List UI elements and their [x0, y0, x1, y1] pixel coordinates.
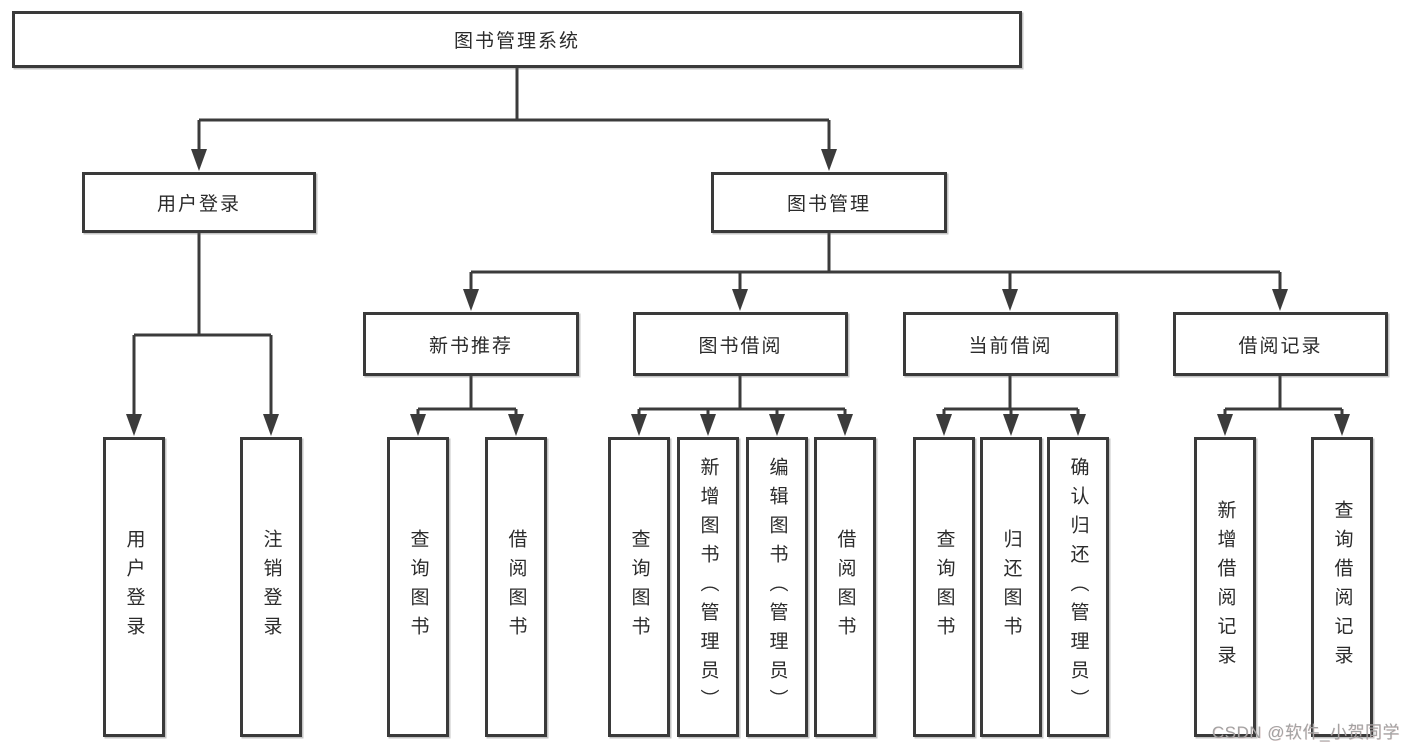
csdn-watermark: CSDN @软件_小贺同学 [1211, 723, 1400, 742]
leaf-borrow-books-1: 借阅图书 [485, 437, 547, 737]
leaf-borrow-books-2: 借阅图书 [814, 437, 876, 737]
leaf-add-books-admin: 新增图书（管理员） [677, 437, 739, 737]
leaf-query-books-3: 查询图书 [913, 437, 975, 737]
node-borrow-records: 借阅记录 [1173, 312, 1388, 376]
node-current-borrow: 当前借阅 [903, 312, 1118, 376]
leaf-return-books: 归还图书 [980, 437, 1042, 737]
node-user-login: 用户登录 [82, 172, 316, 233]
leaf-user-login: 用户登录 [103, 437, 165, 737]
leaf-add-borrow-record: 新增借阅记录 [1194, 437, 1256, 737]
leaf-edit-books-admin: 编辑图书（管理员） [746, 437, 808, 737]
leaf-logout: 注销登录 [240, 437, 302, 737]
leaf-query-books-1: 查询图书 [387, 437, 449, 737]
node-new-book-recommend: 新书推荐 [363, 312, 579, 376]
node-book-management: 图书管理 [711, 172, 947, 233]
leaf-query-books-2: 查询图书 [608, 437, 670, 737]
arrowhead-icons [126, 149, 1350, 436]
leaf-confirm-return-admin: 确认归还（管理员） [1047, 437, 1109, 737]
leaf-query-borrow-record: 查询借阅记录 [1311, 437, 1373, 737]
node-root-system: 图书管理系统 [12, 11, 1022, 68]
node-book-borrow: 图书借阅 [633, 312, 848, 376]
